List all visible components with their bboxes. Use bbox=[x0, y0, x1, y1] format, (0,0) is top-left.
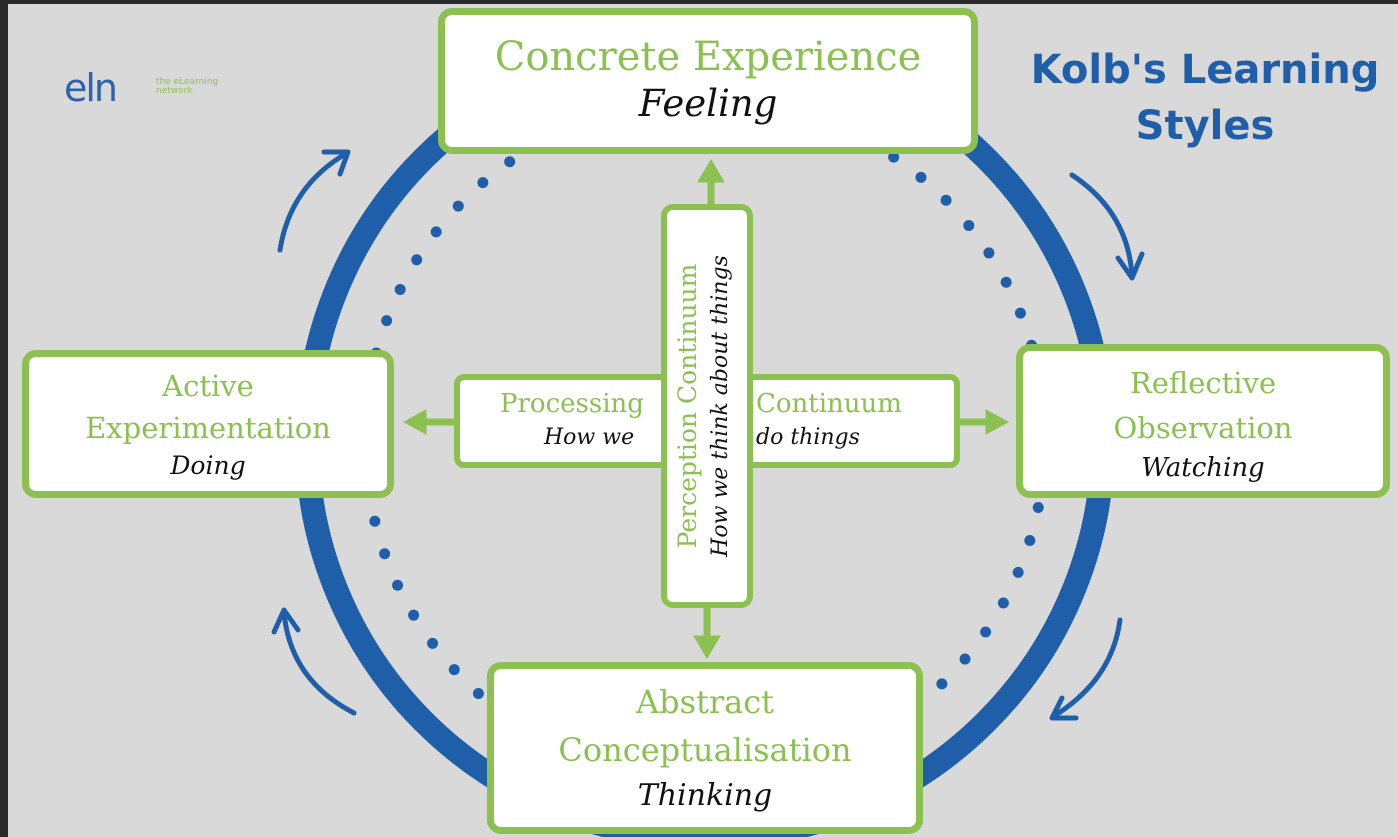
stage-heading: Concrete Experience bbox=[494, 34, 922, 80]
stage-mode: Watching bbox=[1141, 453, 1265, 483]
stage-heading-line-1: Reflective bbox=[1129, 366, 1277, 400]
stage-heading-line-2: Experimentation bbox=[85, 411, 331, 445]
title-line-2: Styles bbox=[1135, 103, 1275, 149]
stage-concrete-experience: Concrete Experience Feeling bbox=[438, 8, 978, 154]
cycle-arrow-upper-right bbox=[1069, 172, 1135, 279]
stage-mode: Thinking bbox=[637, 778, 773, 813]
cycle-arrow-upper-left-head bbox=[321, 149, 351, 177]
cycle-arrow-lower-left bbox=[281, 609, 357, 716]
perception-rotated-text: Perception Continuum How we think about … bbox=[667, 226, 747, 586]
diagram-title: Kolb's Learning Styles bbox=[1030, 42, 1380, 154]
stage-heading-line-1: Active bbox=[162, 369, 254, 403]
stage-mode: Doing bbox=[170, 451, 246, 480]
title-line-1: Kolb's Learning bbox=[1030, 47, 1380, 93]
cycle-arrow-lower-left-head bbox=[271, 607, 301, 635]
stage-abstract-conceptualisation: Abstract Conceptualisation Thinking bbox=[487, 662, 923, 834]
stage-heading-line-2: Conceptualisation bbox=[558, 731, 852, 769]
arrow-down-head bbox=[693, 635, 721, 659]
cycle-arrow-lower-right bbox=[1051, 617, 1123, 719]
perception-sub: How we think about things bbox=[708, 255, 733, 557]
processing-right-half: Continuum do things bbox=[756, 386, 956, 454]
stage-mode: Feeling bbox=[638, 82, 778, 125]
processing-sub-right: do things bbox=[756, 425, 860, 450]
processing-sub-left: How we bbox=[544, 425, 635, 450]
arrow-up-head bbox=[697, 159, 725, 183]
stage-heading-line-2: Observation bbox=[1113, 411, 1293, 445]
perception-heading: Perception Continuum bbox=[673, 263, 702, 549]
cycle-arrow-upper-right-head bbox=[1115, 251, 1145, 281]
logo-tagline: the eLearning network bbox=[156, 77, 219, 96]
arrow-left-head bbox=[402, 409, 427, 435]
stage-heading-line-1: Abstract bbox=[635, 683, 775, 721]
processing-heading-left: Processing bbox=[500, 389, 644, 419]
processing-left-half: Processing How we bbox=[500, 386, 660, 454]
stage-reflective-observation: Reflective Observation Watching bbox=[1016, 344, 1390, 498]
logo-mark: eln bbox=[64, 66, 118, 110]
cycle-arrows bbox=[271, 149, 1145, 721]
arrow-right-head bbox=[985, 409, 1010, 435]
stage-active-experimentation: Active Experimentation Doing bbox=[22, 350, 394, 498]
cycle-arrow-lower-right-head bbox=[1049, 695, 1079, 721]
eln-logo: eln the eLearning network bbox=[64, 66, 218, 110]
cycle-arrow-upper-left bbox=[277, 150, 350, 253]
perception-continuum: Perception Continuum How we think about … bbox=[661, 204, 753, 608]
processing-heading-right: Continuum bbox=[756, 389, 902, 419]
